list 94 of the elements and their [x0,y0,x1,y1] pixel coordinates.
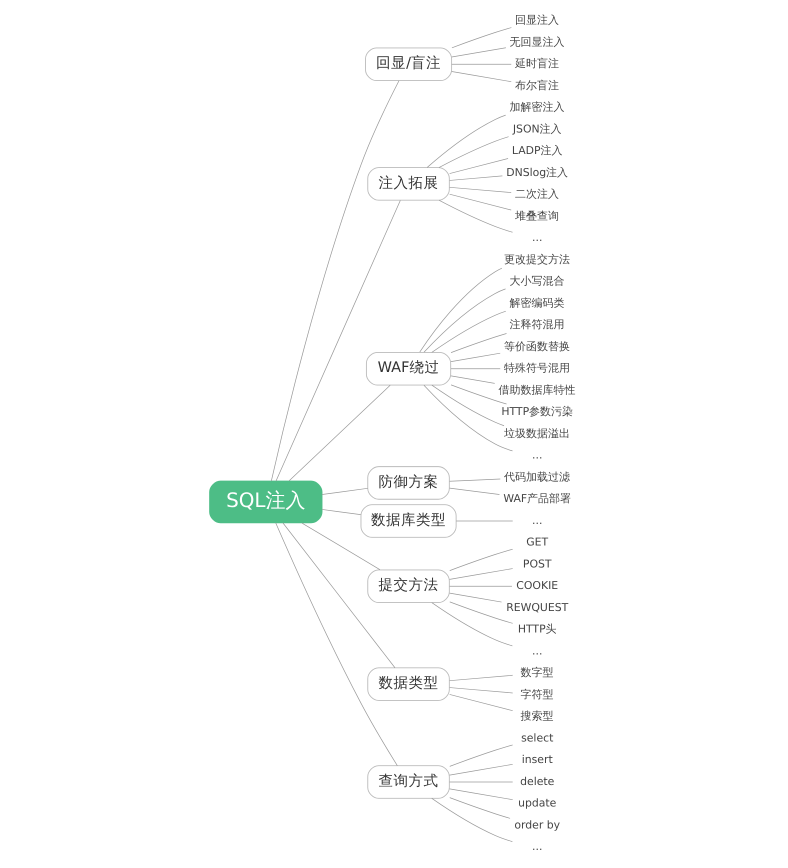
connector [274,522,398,766]
connector [430,602,512,646]
connector [448,797,510,819]
node-text: WAF产品部署 [502,492,571,506]
node-text: ... [532,448,542,462]
connector [450,376,495,384]
connector [451,27,512,48]
node-text: COOKIE [516,579,558,592]
connector [448,194,512,210]
node-text: ... [532,231,542,244]
connector [448,687,513,694]
node-text: 解密编码类 [509,296,564,310]
node-text: REWQUEST [506,600,568,614]
node-box: 数据类型 [366,667,450,701]
connector [450,352,500,362]
connector [448,694,513,712]
node-text: HTTP头 [517,622,556,636]
node-text: 堆叠查询 [514,209,559,222]
connector [321,509,361,516]
connector [448,586,512,587]
node-text: ... [532,514,542,527]
node-text: 无回显注入 [509,35,564,48]
node-box: WAF绕过 [365,352,451,386]
connector [448,674,513,682]
connector [423,384,512,452]
node-text: 字符型 [520,688,554,701]
node-text: 数字型 [520,666,554,680]
connector [448,788,513,800]
node-box: 回显/盲注 [364,47,452,82]
node-box: SQL注入 [208,480,322,524]
node-text: 布尔盲注 [514,78,559,92]
connector [448,478,500,482]
node-text: 延时盲注 [514,57,559,70]
node-text: select [520,731,553,744]
connector [270,80,399,482]
connector [430,310,506,353]
node-text: insert [521,753,552,766]
connector [450,384,506,404]
connector [448,548,513,571]
connector [448,764,513,776]
connector [448,592,502,602]
node-text: ... [532,644,542,658]
node-text: 借助数据库特性 [498,383,576,396]
node-text: 更改提交方法 [504,252,570,266]
node-box: 提交方法 [366,569,450,604]
node-text: 特殊符号混用 [504,362,570,375]
connector [448,602,513,624]
node-box: 注入拓展 [366,167,450,201]
node-box: 防御方案 [366,466,450,500]
node-box: 查询方式 [366,765,450,799]
connector [450,333,506,353]
node-text: 代码加载过滤 [504,470,570,484]
node-text: GET [526,536,548,549]
node-text: 垃圾数据溢出 [504,426,570,440]
node-text: 搜索型 [520,710,554,723]
connector [282,522,395,668]
connector [448,568,513,580]
connector [450,368,500,370]
node-text: 二次注入 [514,188,559,201]
connector [448,744,513,767]
connector [426,114,506,168]
node-text: order by [514,818,560,832]
connector [448,488,500,495]
connector [301,522,380,570]
connector [418,268,502,352]
connector [455,520,513,522]
connector [438,200,512,233]
node-text: 等价函数替换 [504,340,570,353]
node-text: 大小写混合 [509,274,564,288]
connector [288,384,390,482]
node-text: 回显注入 [514,14,559,27]
node-text: HTTP参数污染 [500,405,573,418]
connector [275,200,400,482]
connector [430,798,512,842]
connector [450,64,512,65]
node-text: LADP注入 [511,144,562,158]
node-text: POST [522,557,552,570]
node-text: update [518,796,556,810]
node-text: ... [532,840,542,854]
node-text: 加解密注入 [509,100,564,114]
connector [430,384,504,426]
connector [448,186,512,193]
connector [450,71,512,82]
node-box: 数据库类型 [360,504,456,538]
connector [423,288,506,353]
node-text: JSON注入 [512,122,562,136]
connector [450,47,506,58]
node-text: 注释符混用 [509,318,564,332]
connector [438,136,508,168]
node-text: delete [520,774,554,788]
node-text: DNSlog注入 [506,166,568,179]
connector [448,158,508,174]
connector [448,176,502,181]
connector [321,488,368,495]
